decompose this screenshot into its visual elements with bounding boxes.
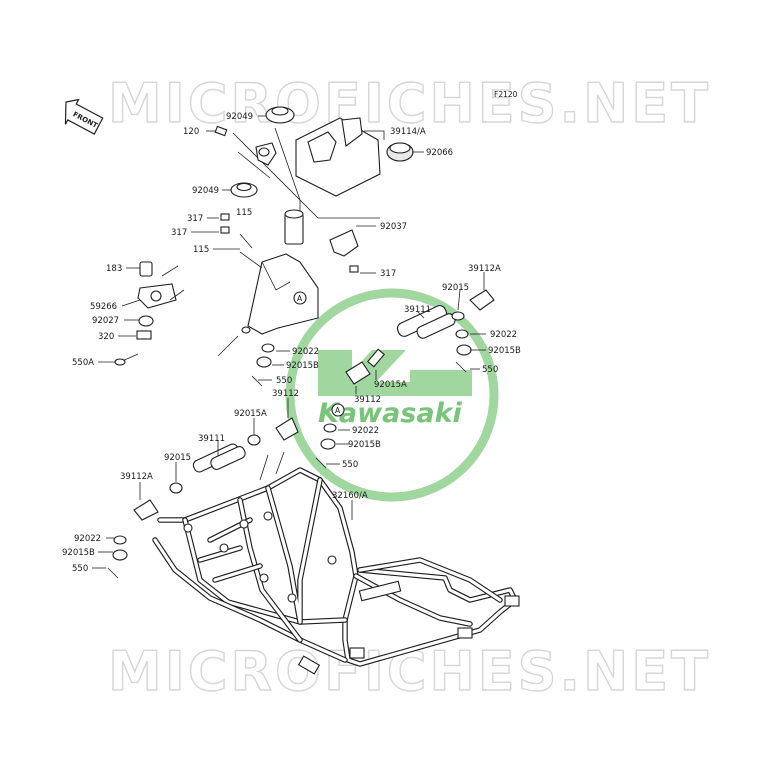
tie-rod-mid: A xyxy=(247,343,385,469)
logo-k-mark xyxy=(318,350,472,396)
mount-bracket-left xyxy=(114,261,185,366)
part-label: 115 xyxy=(193,245,209,255)
part-label: 92022 xyxy=(292,347,319,357)
part-label: 92015 xyxy=(442,283,469,293)
part-label: 120 xyxy=(183,127,199,137)
part-label: 550 xyxy=(342,460,358,470)
callout-letter-a-2: A xyxy=(335,406,341,415)
kawasaki-logo: Kawasaki xyxy=(285,288,499,502)
part-label: 317 xyxy=(380,269,396,279)
steering-bracket-group: A xyxy=(217,251,319,357)
part-label: 320 xyxy=(98,332,114,342)
part-label: 92015B xyxy=(348,440,381,450)
watermark-text-top: MICROFICHES.NET xyxy=(108,72,711,135)
part-label: 39111 xyxy=(198,434,225,444)
part-label: 92015B xyxy=(488,346,521,356)
front-arrow: FRONT xyxy=(64,98,104,135)
logo-ring xyxy=(285,288,499,502)
part-label: 92015B xyxy=(62,548,95,558)
part-label: 317 xyxy=(187,214,203,224)
part-label: 92066 xyxy=(426,148,453,158)
front-arrow-icon xyxy=(64,98,104,135)
part-label: 550 xyxy=(72,564,88,574)
part-label: 92037 xyxy=(380,222,407,232)
part-label: 92015A xyxy=(234,409,267,419)
part-label: 183 xyxy=(106,264,122,274)
part-label: 92022 xyxy=(490,330,517,340)
part-label: 317 xyxy=(171,228,187,238)
part-label: 39112 xyxy=(272,389,299,399)
part-labels: 120 92049 39114/A 92066 92049 115 317 31… xyxy=(62,112,521,574)
part-label: 92015 xyxy=(164,453,191,463)
part-label: 550A xyxy=(72,358,94,368)
part-label: 115 xyxy=(236,208,252,218)
watermark-top: MICROFICHES.NET xyxy=(107,71,711,135)
part-label: 92015B xyxy=(286,361,319,371)
part-label: 92022 xyxy=(74,534,101,544)
part-label: 39112A xyxy=(468,264,501,274)
part-label: 92022 xyxy=(352,426,379,436)
tie-rod-right xyxy=(396,289,495,373)
part-label: 59266 xyxy=(90,302,117,312)
part-label: 550 xyxy=(276,376,292,386)
part-label: 92049 xyxy=(226,112,253,122)
leader-lines xyxy=(92,115,486,569)
part-label: 92015A xyxy=(374,380,407,390)
callout-letter-a-1: A xyxy=(297,294,303,303)
diagram-code: F2120 xyxy=(494,90,518,99)
part-label: 39114/A xyxy=(390,127,426,137)
handlebar-holder-group xyxy=(214,106,414,273)
part-label: 32160/A xyxy=(332,491,368,501)
tie-rod-left xyxy=(107,443,246,579)
part-label: 39112 xyxy=(354,395,381,405)
part-label: 550 xyxy=(482,365,498,375)
part-label: 92049 xyxy=(192,186,219,196)
part-label: 92027 xyxy=(92,316,119,326)
part-label: 39112A xyxy=(120,472,153,482)
part-label: 39111 xyxy=(404,305,431,315)
main-frame xyxy=(152,467,520,675)
